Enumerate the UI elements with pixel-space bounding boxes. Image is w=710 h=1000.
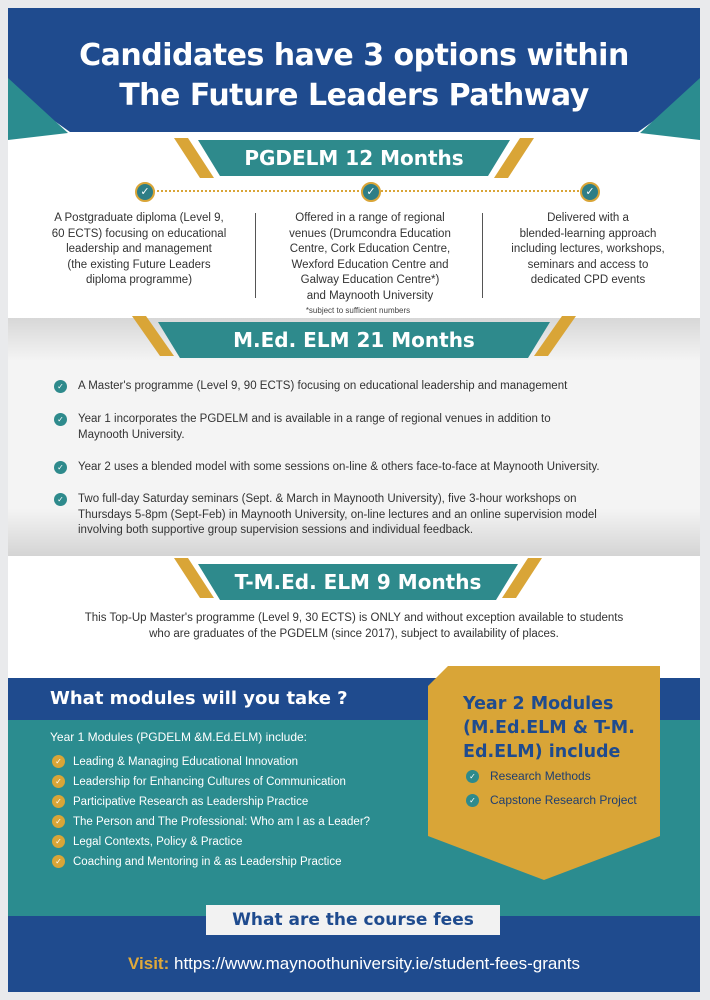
pgdelm-col-2: Offered in a range of regional venues (D…: [260, 211, 480, 304]
text-line: This Top-Up Master's programme (Level 9,…: [84, 612, 624, 624]
text-line: Two full-day Saturday seminars (Sept. & …: [78, 493, 577, 505]
check-icon: ✓: [52, 795, 65, 808]
text-line: Maynooth University.: [78, 428, 185, 441]
header-banner: [8, 8, 700, 132]
text-line: and Maynooth University: [306, 289, 434, 302]
module-label: Leadership for Enhancing Cultures of Com…: [73, 776, 346, 788]
text-line: who are graduates of the PGDELM (since 2…: [149, 627, 559, 640]
module-label: The Person and The Professional: Who am …: [73, 816, 371, 828]
check-icon: ✓: [52, 835, 65, 848]
modules-title: What modules will you take ?: [50, 688, 348, 709]
module-label: Research Methods: [490, 769, 591, 783]
text-line: Offered in a range of regional: [295, 212, 445, 224]
check-icon: ✓: [580, 182, 600, 202]
text-line: Year 2 Modules: [463, 694, 614, 714]
text-line: Ed.ELM) include: [463, 742, 621, 762]
title-line-2: The Future Leaders Pathway: [119, 78, 589, 113]
text-line: seminars and access to: [527, 258, 649, 271]
text-line: A Master's programme (Level 9, 90 ECTS) …: [78, 380, 568, 392]
tmed-description: This Top-Up Master's programme (Level 9,…: [48, 611, 660, 642]
text-line: Centre, Cork Education Centre,: [289, 243, 451, 255]
check-icon: ✓: [54, 413, 67, 426]
text-line: A Postgraduate diploma (Level 9,: [54, 212, 224, 224]
check-icon: ✓: [135, 182, 155, 202]
text-line: Delivered with a: [547, 212, 629, 224]
module-label: Legal Contexts, Policy & Practice: [73, 836, 243, 848]
column-divider: [482, 213, 483, 298]
text-line: dedicated CPD events: [530, 274, 646, 286]
text-line: including lectures, workshops,: [511, 243, 665, 255]
visit-label: Visit:: [128, 954, 170, 973]
page-title: Candidates have 3 options within The Fut…: [8, 36, 700, 116]
module-label: Leading & Managing Educational Innovatio…: [73, 756, 299, 768]
text-line: Year 1 incorporates the PGDELM and is av…: [78, 413, 551, 425]
text-line: blended-learning approach: [519, 227, 657, 240]
pgdelm-col-1: A Postgraduate diploma (Level 9, 60 ECTS…: [36, 211, 242, 289]
text-line: involving both supportive group supervis…: [78, 524, 474, 536]
text-line: Wexford Education Centre and: [291, 258, 449, 271]
column-divider: [255, 213, 256, 298]
text-line: Galway Education Centre*): [300, 274, 440, 286]
title-line-1: Candidates have 3 options within: [79, 38, 629, 73]
module-label: Participative Research as Leadership Pra…: [73, 796, 309, 808]
text-line: leadership and management: [66, 243, 212, 255]
poster: Candidates have 3 options within The Fut…: [8, 8, 700, 992]
check-icon: ✓: [54, 493, 67, 506]
text-line: (the existing Future Leaders: [67, 258, 211, 271]
check-icon: ✓: [361, 182, 381, 202]
module-label: Coaching and Mentoring in & as Leadershi…: [73, 856, 342, 868]
check-icon: ✓: [52, 855, 65, 868]
text-line: 60 ECTS) focusing on educational: [51, 227, 227, 240]
visit-line: Visit: https://www.maynoothuniversity.ie…: [8, 954, 700, 974]
pgdelm-col-3: Delivered with a blended-learning approa…: [488, 211, 688, 289]
check-icon: ✓: [52, 755, 65, 768]
module-label: Capstone Research Project: [490, 793, 637, 807]
text-line: (M.Ed.ELM & T-M.: [463, 718, 635, 738]
pgdelm-heading: PGDELM 12 Months: [198, 140, 510, 176]
text-line: venues (Drumcondra Education: [289, 227, 451, 240]
text-line: Thursdays 5-8pm (Sept-Feb) in Maynooth U…: [78, 508, 597, 521]
check-icon: ✓: [52, 815, 65, 828]
med-heading: M.Ed. ELM 21 Months: [158, 322, 550, 358]
course-fees-button[interactable]: What are the course fees: [206, 905, 500, 935]
tmed-heading: T-M.Ed. ELM 9 Months: [198, 564, 518, 600]
text-line: Year 2 uses a blended model with some se…: [78, 461, 600, 473]
check-icon: ✓: [52, 775, 65, 788]
check-icon: ✓: [54, 461, 67, 474]
check-icon: ✓: [54, 380, 67, 393]
footnote: *subject to sufficient numbers: [305, 306, 411, 315]
visit-link[interactable]: https://www.maynoothuniversity.ie/studen…: [174, 954, 580, 973]
check-icon: ✓: [466, 794, 479, 807]
year2-title: Year 2 Modules (M.Ed.ELM & T-M. Ed.ELM) …: [463, 692, 663, 764]
year1-label: Year 1 Modules (PGDELM &M.Ed.ELM) includ…: [50, 730, 307, 744]
check-icon: ✓: [466, 770, 479, 783]
text-line: diploma programme): [85, 274, 193, 286]
